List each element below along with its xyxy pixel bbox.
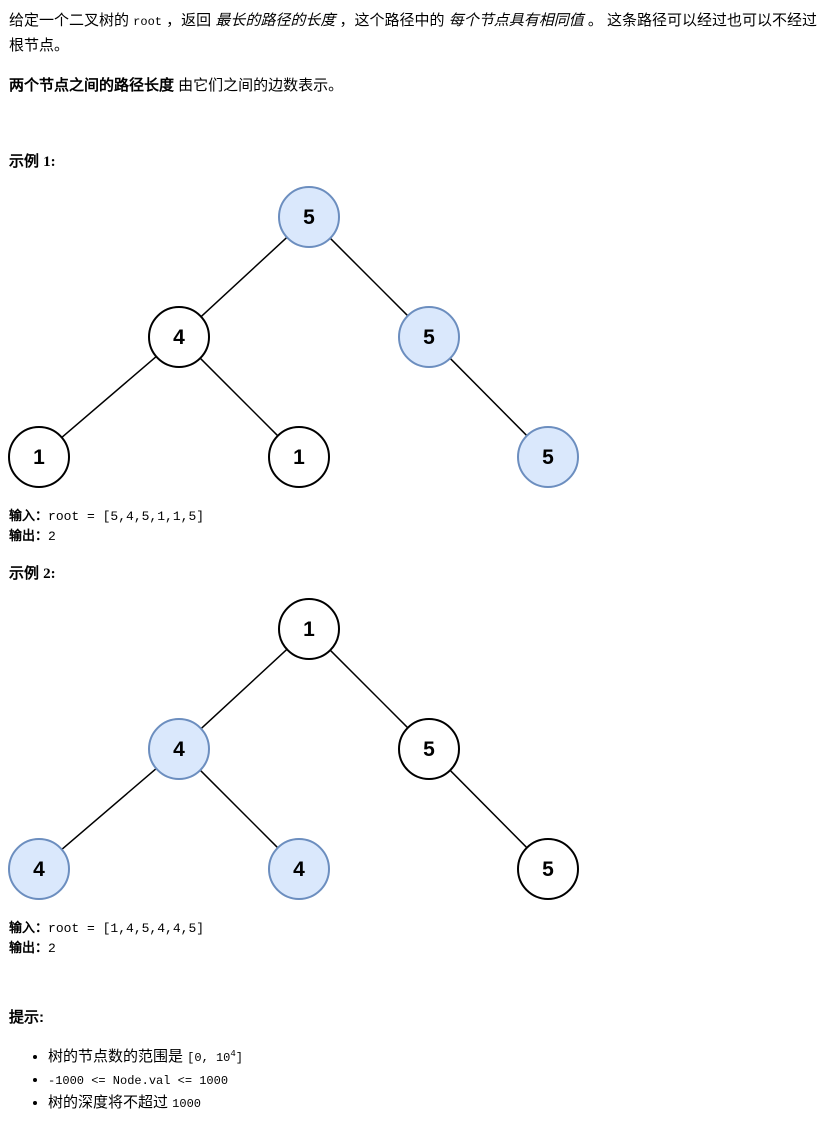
- problem-description: 给定一个二叉树的 root ，返回 最长的路径的长度 ，这个路径中的 每个节点具…: [9, 9, 831, 58]
- constraint-node-count-range-start: [0, 10: [187, 1051, 231, 1065]
- example-2-input-value: root = [1,4,5,4,4,5]: [48, 921, 205, 936]
- example-1-input-line: 输入：root = [5,4,5,1,1,5]: [9, 506, 204, 526]
- example-2-tree-node-label: 4: [173, 738, 185, 761]
- example-1-io: 输入：root = [5,4,5,1,1,5] 输出：2: [9, 506, 204, 546]
- example-1-tree-node: 4: [148, 306, 210, 368]
- example-1-tree-node-label: 5: [423, 326, 435, 349]
- example-1-tree-edge: [329, 237, 409, 317]
- constraint-node-count: 树的节点数的范围是 [0, 104]: [48, 1044, 243, 1069]
- example-1-tree-edge: [199, 357, 279, 437]
- example-2-tree-node-circle: [517, 838, 579, 900]
- example-2-tree-node: 4: [8, 838, 70, 900]
- example-1-output-line: 输出：2: [9, 526, 204, 546]
- example-1-tree-node-label: 1: [33, 446, 45, 469]
- example-1-output-label: 输出：: [9, 528, 49, 543]
- constraint-node-count-text: 树的节点数的范围是: [48, 1048, 188, 1065]
- example-1-input-value: root = [5,4,5,1,1,5]: [48, 509, 205, 524]
- example-2-tree-node-circle: [398, 718, 460, 780]
- example-2-tree-node: 5: [398, 718, 460, 780]
- example-2-tree-node-label: 5: [542, 858, 554, 881]
- example-2-title: 示例 2:: [9, 562, 56, 583]
- example-1-tree-node-label: 4: [173, 326, 185, 349]
- example-2-tree-edge: [200, 648, 288, 730]
- example-2-tree-node-circle: [268, 838, 330, 900]
- constraint-node-value: -1000 <= Node.val <= 1000: [48, 1069, 243, 1092]
- example-1-tree-node-label: 1: [293, 446, 305, 469]
- definition-term: 两个节点之间的路径长度: [9, 77, 175, 94]
- desc-text-d: 。 这条路径可以经过也可以不经过根节点。: [9, 12, 818, 54]
- desc-text-b: ，返回: [161, 12, 216, 29]
- desc-emphasis-same-value: 每个节点具有相同值: [448, 12, 584, 29]
- example-2-tree-edge: [61, 767, 157, 851]
- example-2-tree-node-circle: [148, 718, 210, 780]
- constraint-tree-depth-code: 1000: [172, 1097, 201, 1111]
- constraints-title: 提示:: [9, 1009, 44, 1026]
- constraint-tree-depth: 树的深度将不超过 1000: [48, 1092, 243, 1115]
- example-2-input-label: 输入：: [9, 920, 49, 935]
- example-1-tree-edge: [449, 357, 528, 437]
- example-1-tree-node: 5: [398, 306, 460, 368]
- example-1-tree-node: 5: [517, 426, 579, 488]
- example-2-tree-node-label: 4: [293, 858, 305, 881]
- example-1-tree-node-label: 5: [303, 206, 315, 229]
- example-2-tree-node: 5: [517, 838, 579, 900]
- example-2-tree-node-circle: [278, 598, 340, 660]
- example-2-tree-edge: [329, 649, 409, 729]
- example-2-io: 输入：root = [1,4,5,4,4,5] 输出：2: [9, 918, 204, 958]
- example-1-output-value: 2: [48, 529, 56, 544]
- example-1-tree-node-label: 5: [542, 446, 554, 469]
- path-length-definition: 两个节点之间的路径长度 由它们之间的边数表示。: [9, 74, 831, 98]
- example-1-title: 示例 1:: [9, 150, 56, 171]
- example-2-output-line: 输出：2: [9, 938, 204, 958]
- example-2-output-label: 输出：: [9, 940, 49, 955]
- constraint-node-count-range-end: ]: [235, 1051, 243, 1065]
- constraint-node-value-code: -1000 <= Node.val <= 1000: [48, 1074, 229, 1088]
- example-1-tree-node-circle: [8, 426, 70, 488]
- example-2-title-prefix: 示例: [9, 565, 44, 582]
- example-2-tree-node: 4: [268, 838, 330, 900]
- desc-text-c: ，这个路径中的: [335, 12, 449, 29]
- example-2-tree-node-label: 4: [33, 858, 45, 881]
- example-1-tree-node-circle: [278, 186, 340, 248]
- example-1-tree-node: 1: [8, 426, 70, 488]
- code-root: root: [133, 15, 162, 29]
- example-2-tree-diagram: 1 4 5 4 4 5: [8, 598, 579, 900]
- example-1-tree-node-circle: [268, 426, 330, 488]
- example-1-tree-edge: [200, 236, 288, 318]
- definition-text: 由它们之间的边数表示。: [174, 77, 344, 94]
- example-2-tree-node-label: 5: [423, 738, 435, 761]
- example-2-tree-node: 1: [278, 598, 340, 660]
- constraint-node-count-code: [0, 104]: [187, 1049, 243, 1065]
- constraints-list: 树的节点数的范围是 [0, 104] -1000 <= Node.val <= …: [9, 1044, 243, 1115]
- example-2-tree-edge: [449, 769, 528, 849]
- example-1-title-prefix: 示例: [9, 153, 44, 170]
- desc-emphasis-longest-path: 最长的路径的长度: [215, 12, 336, 29]
- constraint-node-count-exponent: 4: [230, 1049, 236, 1059]
- example-1-tree-node: 5: [278, 186, 340, 248]
- example-2-tree-node: 4: [148, 718, 210, 780]
- example-1-tree-node-circle: [398, 306, 460, 368]
- example-1-tree-node-circle: [148, 306, 210, 368]
- example-2-input-line: 输入：root = [1,4,5,4,4,5]: [9, 918, 204, 938]
- desc-text-a: 给定一个二叉树的: [9, 12, 134, 29]
- example-1-title-number: 1:: [43, 154, 56, 170]
- example-1-tree-node-circle: [517, 426, 579, 488]
- constraint-tree-depth-text: 树的深度将不超过: [48, 1094, 173, 1111]
- example-1-input-label: 输入：: [9, 508, 49, 523]
- example-1-tree-diagram: 5 4 5 1 1 5: [8, 186, 579, 488]
- example-2-output-value: 2: [48, 941, 56, 956]
- example-2-tree-node-circle: [8, 838, 70, 900]
- example-1-tree-node: 1: [268, 426, 330, 488]
- example-2-title-number: 2:: [43, 566, 56, 582]
- example-2-tree-edge: [199, 769, 279, 849]
- example-1-tree-edge: [61, 355, 157, 439]
- example-2-tree-node-label: 1: [303, 618, 315, 641]
